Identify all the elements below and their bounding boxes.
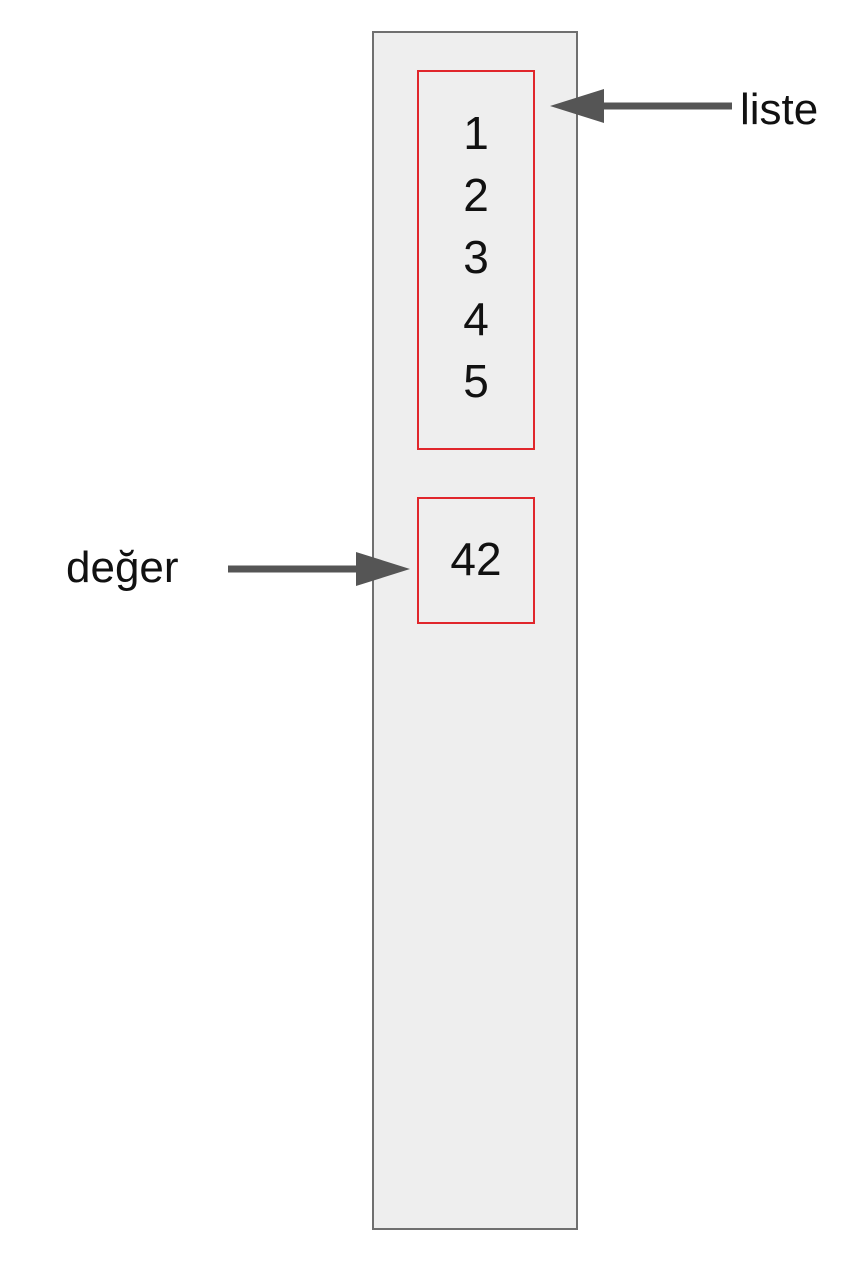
list-item-4: 4 xyxy=(463,293,489,345)
value-box: 42 xyxy=(417,497,535,624)
value-label: değer xyxy=(66,543,179,592)
list-box: 1 2 3 4 5 xyxy=(417,70,535,450)
list-item-1: 1 xyxy=(463,107,489,159)
value-text: 42 xyxy=(450,532,502,585)
list-label: liste xyxy=(740,85,819,134)
memory-column xyxy=(372,31,578,1230)
list-item-2: 2 xyxy=(463,169,489,221)
list-item-3: 3 xyxy=(463,231,489,283)
list-item-5: 5 xyxy=(463,355,489,407)
